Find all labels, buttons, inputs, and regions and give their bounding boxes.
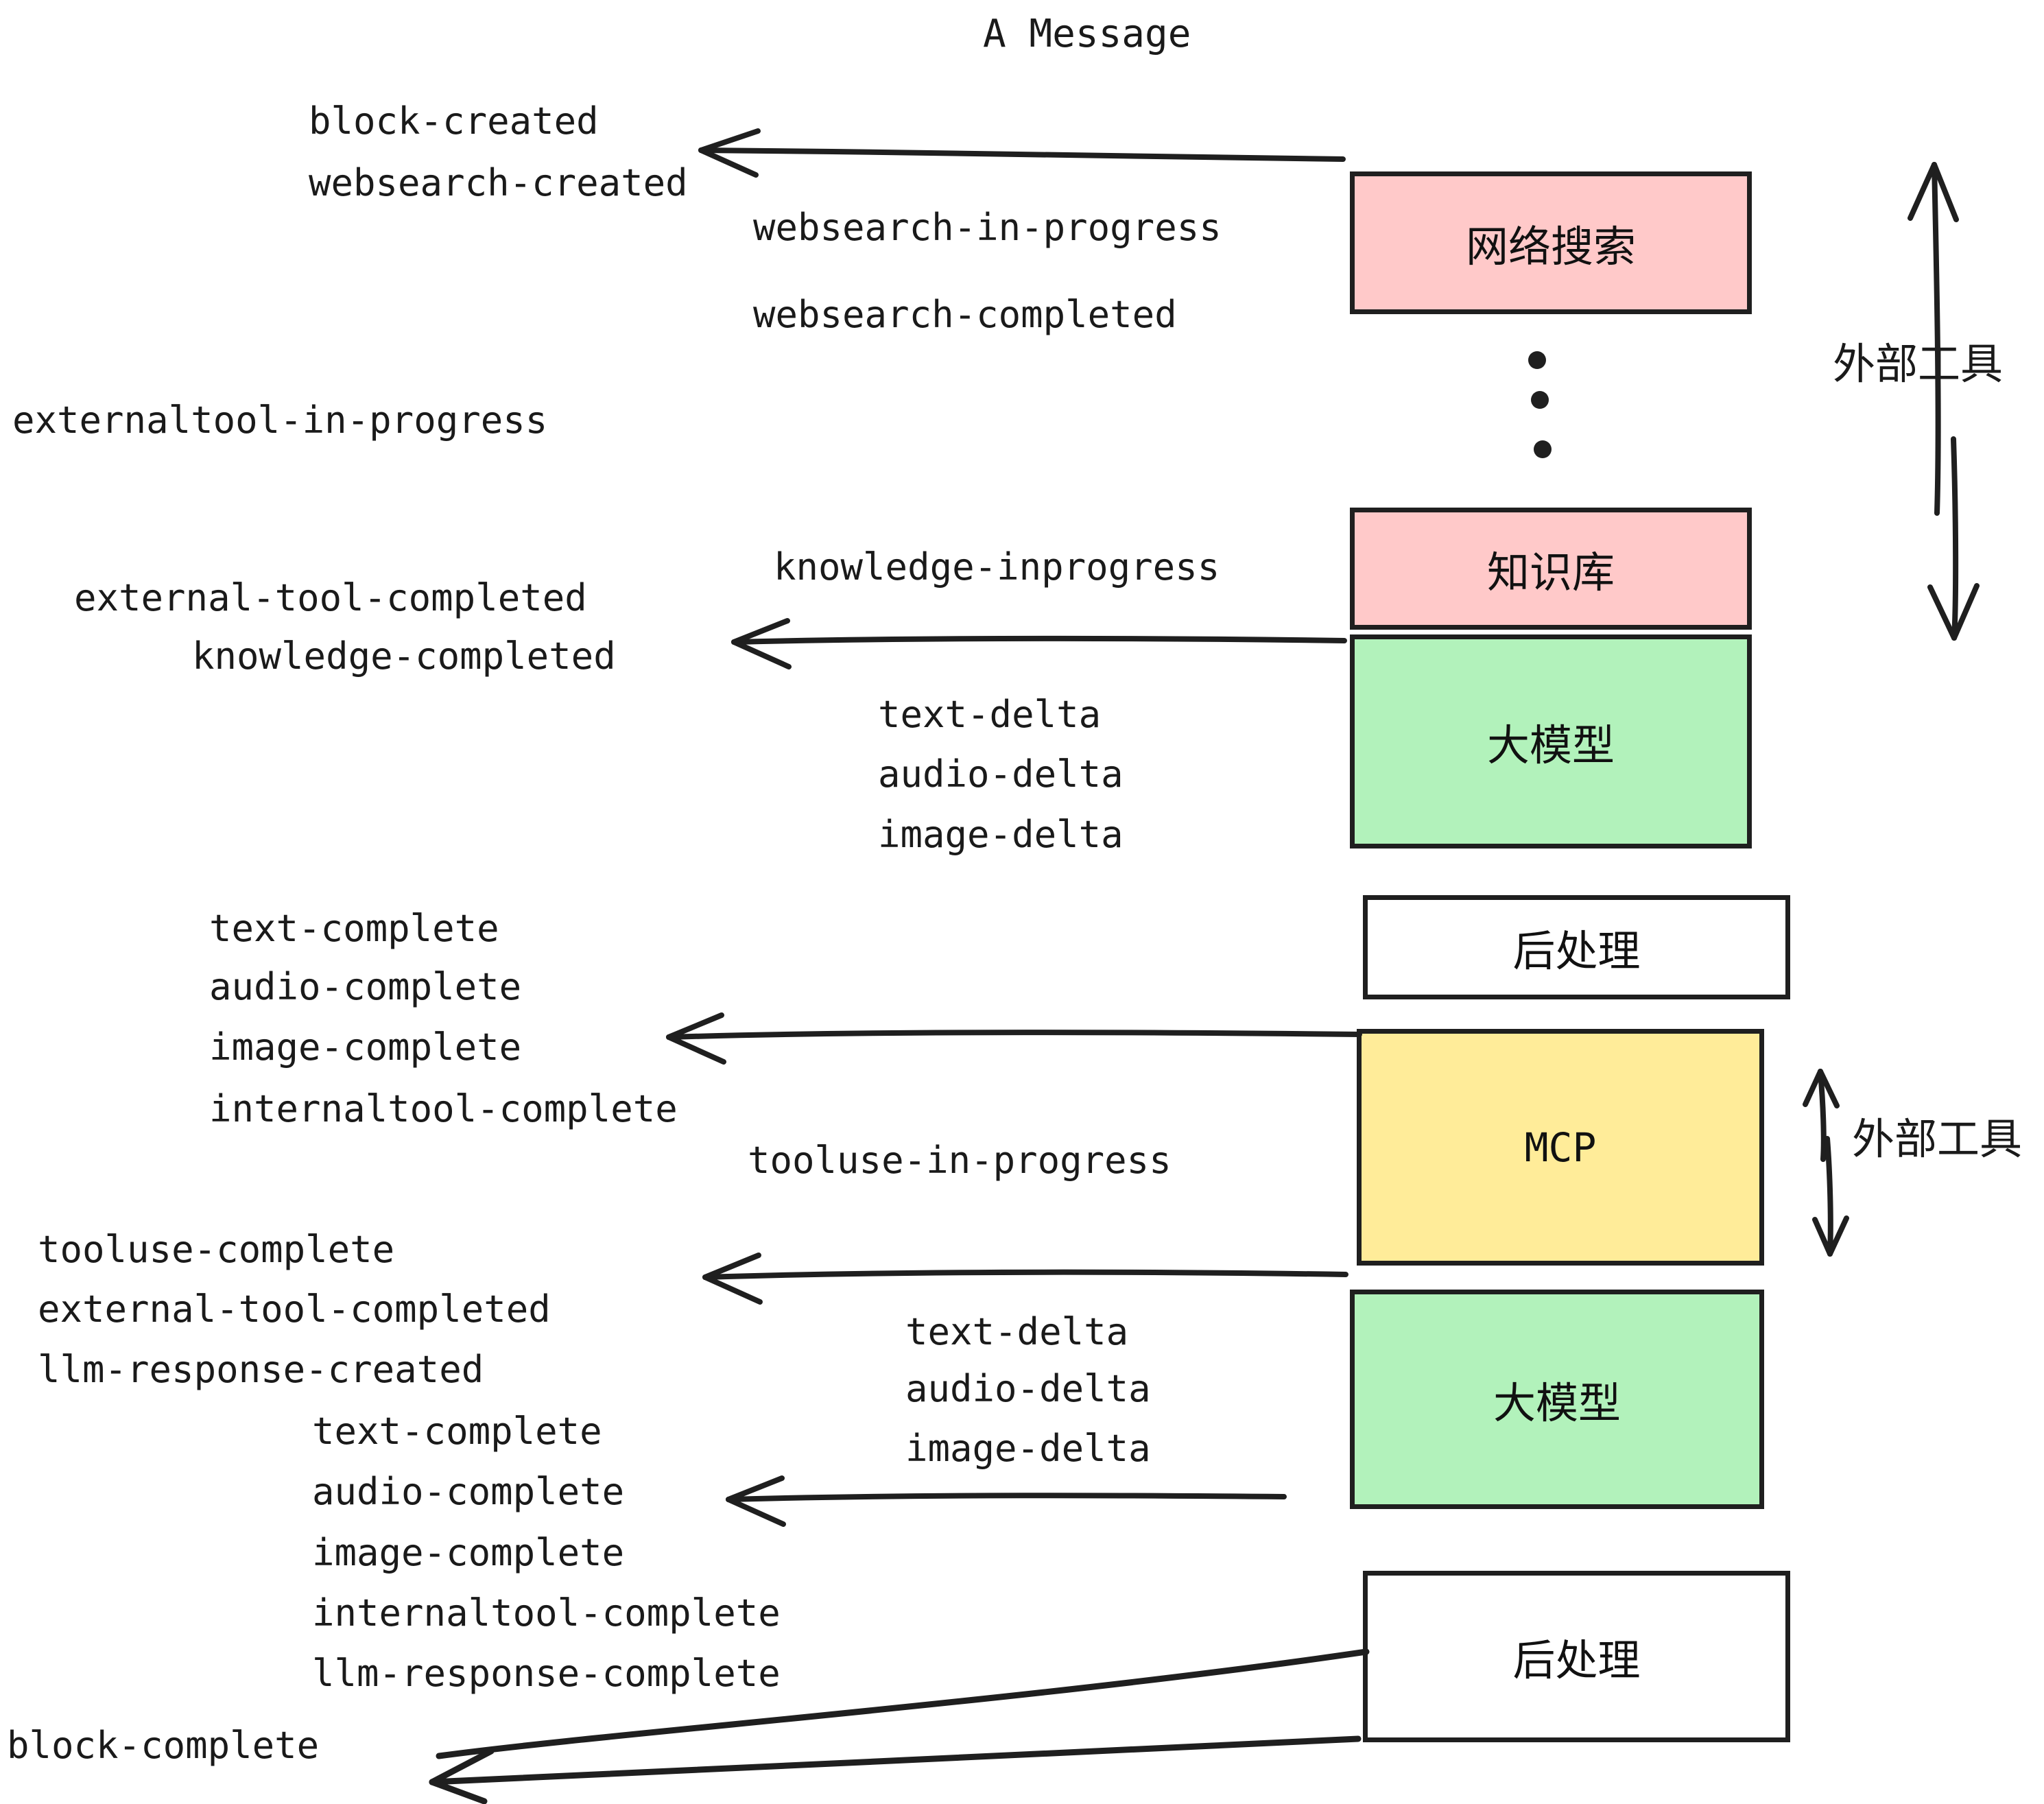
node-box-postprocess-2[interactable]: 后处理	[1363, 1571, 1790, 1742]
arrow-tooluse-complete	[702, 1253, 1348, 1305]
double-arrow-external-tools-bottom	[1803, 1069, 1849, 1257]
double-arrow-external-tools-top	[1908, 162, 1980, 641]
diagram-title: A Message	[983, 12, 1191, 56]
event-label-image-delta-1: image-delta	[878, 813, 1124, 856]
event-label-text-complete-2: text-complete	[312, 1410, 602, 1453]
node-label-mcp: MCP	[1524, 1124, 1597, 1171]
event-label-text-delta-1: text-delta	[878, 693, 1102, 736]
node-label-postprocess-2: 后处理	[1512, 1635, 1641, 1685]
arrow-knowledge-completed	[731, 618, 1347, 669]
event-label-audio-delta-2: audio-delta	[905, 1367, 1151, 1410]
node-label-knowledge: 知识库	[1486, 547, 1615, 597]
event-label-block-complete: block-complete	[7, 1724, 320, 1767]
event-label-llm-response-complete: llm-response-complete	[312, 1652, 781, 1695]
event-label-image-complete-2: image-complete	[312, 1531, 625, 1574]
event-label-image-complete-1: image-complete	[209, 1025, 522, 1069]
node-box-llm-1[interactable]: 大模型	[1350, 634, 1752, 848]
arrow-audio-complete-2	[726, 1475, 1287, 1527]
event-label-text-complete-1: text-complete	[209, 907, 499, 950]
event-label-tooluse-in-progress: tooluse-in-progress	[748, 1139, 1172, 1182]
node-label-llm-2: 大模型	[1493, 1378, 1621, 1428]
event-label-websearch-completed: websearch-completed	[753, 293, 1177, 336]
event-label-externaltool-in-progress: externaltool-in-progress	[12, 399, 548, 442]
node-box-postprocess-1[interactable]: 后处理	[1363, 895, 1790, 999]
event-label-websearch-in-progress: websearch-in-progress	[753, 206, 1222, 249]
node-label-llm-1: 大模型	[1486, 720, 1615, 770]
ellipsis-dot-2	[1531, 391, 1549, 409]
event-label-audio-delta-1: audio-delta	[878, 752, 1124, 796]
event-label-external-tool-completed-1: external-tool-completed	[74, 576, 587, 619]
node-box-mcp[interactable]: MCP	[1357, 1029, 1764, 1266]
event-label-text-delta-2: text-delta	[905, 1310, 1129, 1353]
event-label-tooluse-complete: tooluse-complete	[38, 1228, 395, 1271]
arrow-image-complete-1	[666, 1012, 1362, 1065]
annotation-external-tools-top: 外部工具	[1833, 339, 2004, 389]
node-label-websearch: 网络搜索	[1465, 222, 1636, 272]
node-label-postprocess-1: 后处理	[1512, 926, 1641, 976]
ellipsis-dot-1	[1528, 351, 1546, 369]
event-label-llm-response-created: llm-response-created	[38, 1348, 484, 1391]
event-label-block-created: block-created	[309, 99, 599, 143]
annotation-external-tools-bottom: 外部工具	[1852, 1114, 2023, 1164]
node-box-websearch[interactable]: 网络搜索	[1350, 171, 1752, 314]
arrow-websearch-created	[698, 128, 1346, 178]
arrow-block-complete-line	[429, 1735, 1362, 1804]
event-label-knowledge-completed: knowledge-completed	[192, 634, 616, 678]
ellipsis-dot-3	[1534, 440, 1552, 458]
event-label-internaltool-complete-2: internaltool-complete	[312, 1591, 781, 1635]
event-label-knowledge-inprogress: knowledge-inprogress	[774, 545, 1220, 589]
node-box-llm-2[interactable]: 大模型	[1350, 1290, 1764, 1509]
event-label-websearch-created: websearch-created	[309, 161, 688, 204]
event-label-image-delta-2: image-delta	[905, 1427, 1151, 1470]
event-label-audio-complete-2: audio-complete	[312, 1470, 625, 1513]
event-label-external-tool-completed-2: external-tool-completed	[38, 1287, 551, 1331]
event-label-internaltool-complete-1: internaltool-complete	[209, 1087, 678, 1130]
event-label-audio-complete-1: audio-complete	[209, 965, 522, 1008]
node-box-knowledge[interactable]: 知识库	[1350, 508, 1752, 630]
